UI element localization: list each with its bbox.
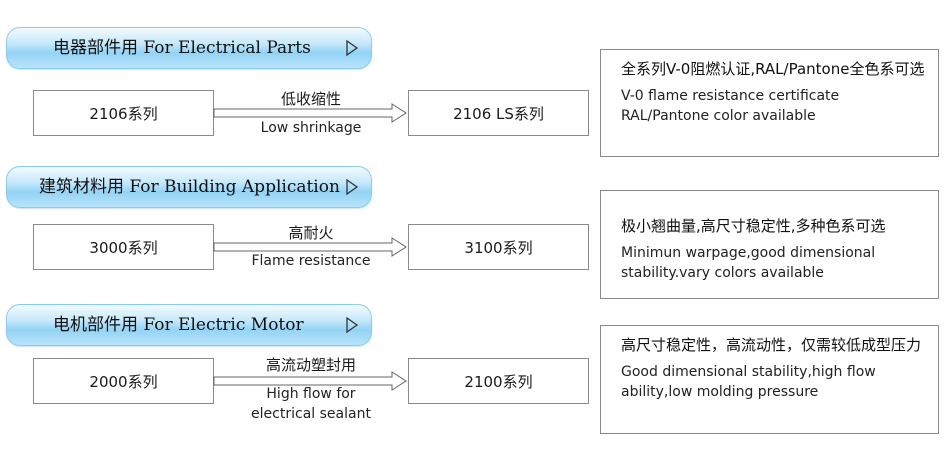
triangle-right-icon xyxy=(346,178,359,196)
description-en: Good dimensional stability,high flow abi… xyxy=(621,364,876,400)
arrow-label-en: Low shrinkage xyxy=(260,120,362,136)
arrow-label-en: High flow for electrical sealant xyxy=(251,386,371,422)
feature-description-box: 极小翘曲量,高尺寸稳定性,多种色系可选 Minimun warpage,good… xyxy=(600,190,939,299)
description-en: Minimun warpage,good dimensional stabili… xyxy=(621,245,876,281)
target-series-box: 3100系列 xyxy=(408,224,589,270)
arrow-label-cn: 高流动塑封用 xyxy=(265,356,356,374)
right-arrow-icon xyxy=(213,103,407,123)
right-arrow-icon xyxy=(213,371,407,391)
section-header-electrical-parts: 电器部件用 For Electrical Parts xyxy=(6,27,372,69)
triangle-right-icon xyxy=(346,39,359,57)
right-arrow-icon xyxy=(213,237,407,257)
target-series-box: 2106 LS系列 xyxy=(408,90,589,136)
arrow-label-cn: 高耐火 xyxy=(288,224,334,242)
section-header-building-application: 建筑材料用 For Building Application xyxy=(6,166,372,208)
arrow-label-en: Flame resistance xyxy=(251,253,371,269)
triangle-right-icon xyxy=(346,316,359,334)
feature-description-box: 高尺寸稳定性，高流动性，仅需较低成型压力 Good dimensional st… xyxy=(600,325,939,434)
description-en: V-0 flame resistance certificate RAL/Pan… xyxy=(621,88,840,124)
description-cn: 极小翘曲量,高尺寸稳定性,多种色系可选 xyxy=(621,217,886,235)
feature-description-box: 全系列V-0阻燃认证,RAL/Pantone全色系可选 V-0 flame re… xyxy=(600,49,939,157)
section-header-electric-motor: 电机部件用 For Electric Motor xyxy=(6,304,372,346)
section-header-label: 电机部件用 For Electric Motor xyxy=(53,315,304,335)
target-series-box: 2100系列 xyxy=(408,358,589,404)
source-series-box: 2000系列 xyxy=(33,358,214,404)
arrow-label-cn: 低收缩性 xyxy=(280,90,341,108)
description-cn: 高尺寸稳定性，高流动性，仅需较低成型压力 xyxy=(621,336,922,354)
source-series-box: 2106系列 xyxy=(33,90,214,136)
source-series-box: 3000系列 xyxy=(33,224,214,270)
section-header-label: 建筑材料用 For Building Application xyxy=(39,177,340,197)
section-header-label: 电器部件用 For Electrical Parts xyxy=(53,38,311,58)
description-cn: 全系列V-0阻燃认证,RAL/Pantone全色系可选 xyxy=(621,60,925,78)
